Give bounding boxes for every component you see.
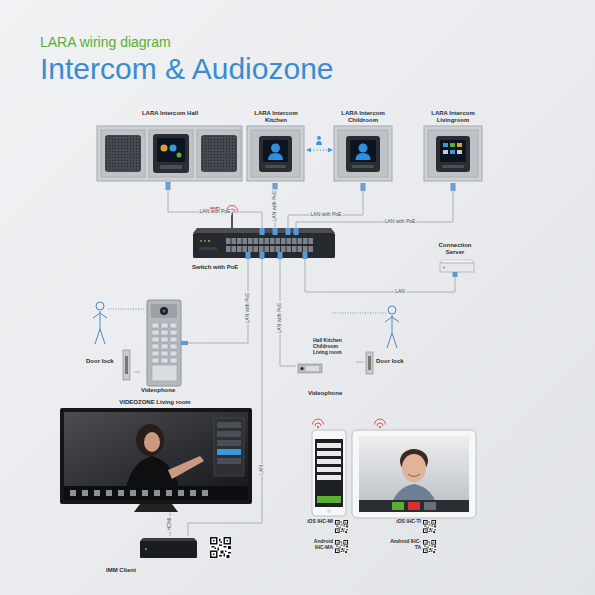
- lan-cable: [305, 274, 455, 292]
- device-label: iOS IHC-MI: [306, 519, 333, 525]
- lan-cable: [288, 183, 363, 228]
- videophone-device: Hall Kitchen Childroom Living roomVideop…: [296, 338, 356, 398]
- device-label: LARA Intercom Livingroom: [423, 110, 483, 124]
- network-switch: Switch with PoE: [190, 228, 338, 274]
- lan-cable: [134, 372, 140, 373]
- intercom-device: LARA Intercom Childroom: [332, 108, 394, 183]
- device-label: Hall Kitchen Childroom Living room: [313, 338, 343, 355]
- media-client: IMM Client: [104, 536, 198, 578]
- connection-server: [440, 260, 474, 277]
- intercom-panel-livingroom: [424, 126, 482, 191]
- cable-label: LAN with PoE: [245, 292, 251, 325]
- intercom-device: LARA Intercom Livingroom: [422, 108, 484, 183]
- device-label: Android IHC-MA: [306, 539, 333, 551]
- videophone-device: Videophone: [140, 298, 188, 396]
- intercom-panel-hall: [97, 126, 242, 190]
- tv-device: VIDEOZONE Living room: [58, 398, 252, 512]
- intercom-device: LARA Intercom Hall: [96, 108, 244, 182]
- lan-cable: [168, 182, 262, 228]
- device-label: VIDEOZONE Living room: [58, 399, 252, 406]
- device-label: Videophone: [308, 390, 354, 397]
- visitor-figure: [332, 306, 399, 348]
- device-label: iOS IHC-TI: [390, 519, 421, 525]
- server-device: Connection Server: [430, 242, 480, 276]
- cable-label: LAN with PoE: [310, 212, 343, 218]
- cable-label: LAN with PoE: [384, 219, 417, 225]
- cable-label: HDMI: [167, 517, 173, 532]
- device-label: IMM Client: [106, 567, 166, 574]
- door-lock: Door lock: [364, 350, 416, 374]
- device-label: LARA Intercom Kitchen: [246, 110, 306, 124]
- app-device: iOS IHC-MI Android IHC-MA: [306, 418, 350, 558]
- videophone-door-station: [298, 364, 322, 373]
- device-label: Switch with PoE: [192, 264, 248, 271]
- cable-label: LAN with PoE: [199, 209, 232, 215]
- wireless-person-icon: [316, 136, 322, 145]
- videophone-door-station: [147, 300, 188, 386]
- device-label: Door lock: [376, 358, 416, 365]
- device-label: Videophone: [141, 387, 188, 394]
- cable-label: LAN: [394, 289, 406, 295]
- lan-cable: [188, 274, 262, 536]
- intercom-panel-childroom: [334, 126, 392, 191]
- device-label: Door lock: [86, 358, 122, 365]
- device-label: LARA Intercom Childroom: [333, 110, 393, 124]
- lan-cable: [296, 183, 453, 228]
- smartphone: [312, 419, 348, 553]
- cable-label: LAN with PoE: [272, 190, 278, 223]
- door-lock: Door lock: [86, 346, 134, 382]
- diagram-title: Intercom & Audiozone: [40, 52, 334, 87]
- visitor-figure: [93, 302, 146, 344]
- device-label: LARA Intercom Hall: [140, 110, 200, 117]
- app-device: iOS IHC-TI Android IHC-TA: [352, 418, 478, 558]
- tv-screen: [60, 408, 252, 512]
- cable-label: LAN with PoE: [277, 302, 283, 335]
- door-lock-symbol: [366, 352, 373, 374]
- intercom-panel-kitchen: [247, 126, 304, 191]
- media-client-box: [140, 537, 231, 558]
- device-label: Android IHC-TA: [390, 539, 421, 551]
- intercom-device: LARA Intercom Kitchen: [245, 108, 307, 183]
- subtitle: LARA wiring diagram: [40, 34, 171, 50]
- lan-cable: [188, 274, 248, 343]
- device-label: Connection Server: [430, 242, 480, 256]
- cable-label: LAN: [259, 464, 265, 476]
- lan-cable: [356, 362, 364, 363]
- wireless-link: [307, 149, 332, 150]
- door-lock-symbol: [123, 350, 130, 380]
- tablet: [352, 419, 476, 553]
